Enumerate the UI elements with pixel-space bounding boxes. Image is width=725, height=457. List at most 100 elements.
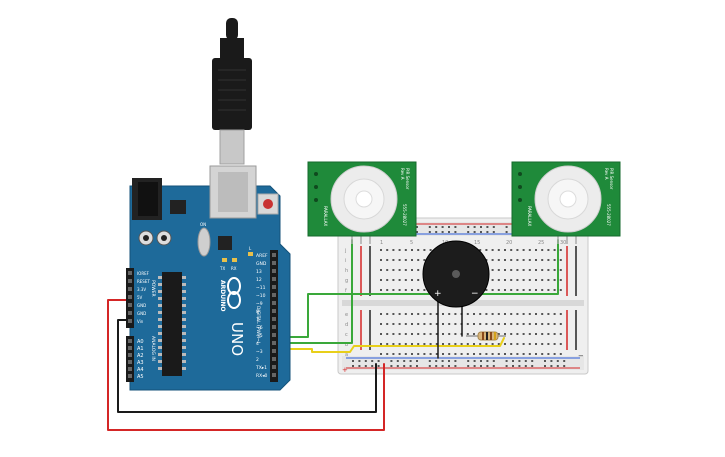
power-pin[interactable] <box>128 279 132 283</box>
breadboard-hole <box>491 313 494 315</box>
breadboard-hole <box>429 323 432 325</box>
breadboard-hole <box>516 269 519 271</box>
breadboard-hole <box>541 289 544 291</box>
power-pin[interactable] <box>128 319 132 323</box>
rail-hole <box>531 365 534 367</box>
rail-hole <box>524 360 527 362</box>
power-pin[interactable] <box>128 287 132 291</box>
analog-pin[interactable] <box>128 367 132 371</box>
breadboard-hole <box>411 343 413 345</box>
breadboard-hole <box>411 313 413 315</box>
breadboard-hole <box>479 353 482 355</box>
breadboard-hole <box>411 259 413 261</box>
breadboard-hole <box>429 343 432 345</box>
digital-pin[interactable] <box>272 293 276 297</box>
breadboard-hole <box>528 269 531 271</box>
digital-pin[interactable] <box>272 301 276 305</box>
analog-pin[interactable] <box>128 353 132 357</box>
digital-pin[interactable] <box>272 373 276 377</box>
digital-pin[interactable] <box>272 261 276 265</box>
breadboard-hole <box>417 279 420 281</box>
l-led <box>248 252 253 256</box>
breadboard-hole <box>417 313 420 315</box>
rail-hole <box>505 226 508 228</box>
breadboard-hole <box>454 333 457 335</box>
digital-pin[interactable] <box>272 253 276 257</box>
digital-pin[interactable] <box>272 325 276 329</box>
breadboard-hole <box>559 249 562 251</box>
pir-model-label: PIR Sensor <box>405 168 410 190</box>
breadboard-hole <box>504 249 506 251</box>
breadboard-hole <box>466 313 469 315</box>
breadboard-hole <box>522 269 525 271</box>
breadboard-hole <box>442 353 444 355</box>
rail-hole <box>441 365 444 367</box>
breadboard-hole <box>454 353 457 355</box>
digital-pin-label: 2 <box>256 357 259 363</box>
breadboard-hole <box>528 353 531 355</box>
digital-pin[interactable] <box>272 277 276 281</box>
breadboard-hole <box>442 313 444 315</box>
digital-pin-label: ~5 <box>256 333 263 339</box>
row-letter: d <box>345 322 348 328</box>
digital-pin[interactable] <box>272 317 276 321</box>
digital-pin[interactable] <box>272 365 276 369</box>
breadboard-hole <box>497 323 500 325</box>
breadboard-hole <box>497 279 500 281</box>
breadboard-hole <box>386 323 389 325</box>
rail-hole <box>371 360 374 362</box>
breadboard-hole <box>435 333 438 335</box>
power-pin-label: 3.3V <box>137 287 146 292</box>
rail-hole <box>492 226 495 228</box>
breadboard-hole <box>559 353 562 355</box>
pir-hole <box>314 172 318 176</box>
digital-pin[interactable] <box>272 349 276 353</box>
row-letter: e <box>345 312 348 318</box>
pir-rev-label: Rev A <box>604 168 609 180</box>
breadboard-hole <box>522 343 525 345</box>
rail-hole <box>441 231 444 233</box>
breadboard-hole <box>485 289 488 291</box>
rail-hole <box>524 365 527 367</box>
power-pin[interactable] <box>128 311 132 315</box>
breadboard-hole <box>380 343 382 345</box>
breadboard-hole <box>417 249 420 251</box>
digital-pin-label: 12 <box>256 277 262 283</box>
column-number: 25 <box>538 240 544 246</box>
analog-pin[interactable] <box>128 360 132 364</box>
digital-pin[interactable] <box>272 333 276 337</box>
breadboard-hole <box>398 279 401 281</box>
power-pin[interactable] <box>128 271 132 275</box>
analog-pin[interactable] <box>128 374 132 378</box>
rail-hole <box>403 365 406 367</box>
breadboard-hole <box>535 289 537 291</box>
breadboard-hole <box>541 333 544 335</box>
digital-pin[interactable] <box>272 269 276 273</box>
wire-green-left-pir <box>273 239 353 344</box>
rail-hole <box>416 360 418 362</box>
chip-leg <box>158 318 162 321</box>
rail-hole <box>377 365 380 367</box>
analog-pin[interactable] <box>128 346 132 350</box>
analog-pin[interactable] <box>128 339 132 343</box>
breadboard-hole <box>516 323 519 325</box>
breadboard-hole <box>423 353 426 355</box>
breadboard-hole <box>510 323 513 325</box>
digital-pin[interactable] <box>272 357 276 361</box>
buzzer-center <box>452 270 460 278</box>
digital-pin[interactable] <box>272 285 276 289</box>
logo-loop <box>227 277 241 295</box>
rail-hole <box>480 360 482 362</box>
digital-pin[interactable] <box>272 341 276 345</box>
digital-pin[interactable] <box>272 309 276 313</box>
capacitor-top <box>161 235 167 241</box>
breadboard-hole <box>411 249 413 251</box>
power-pin[interactable] <box>128 295 132 299</box>
breadboard-hole <box>466 343 469 345</box>
power-pin[interactable] <box>128 303 132 307</box>
breadboard-hole <box>516 333 519 335</box>
breadboard-hole <box>386 269 389 271</box>
rail-hole <box>416 226 418 228</box>
breadboard-hole <box>380 333 382 335</box>
row-letters: j i h g f e d c b a <box>344 248 348 358</box>
